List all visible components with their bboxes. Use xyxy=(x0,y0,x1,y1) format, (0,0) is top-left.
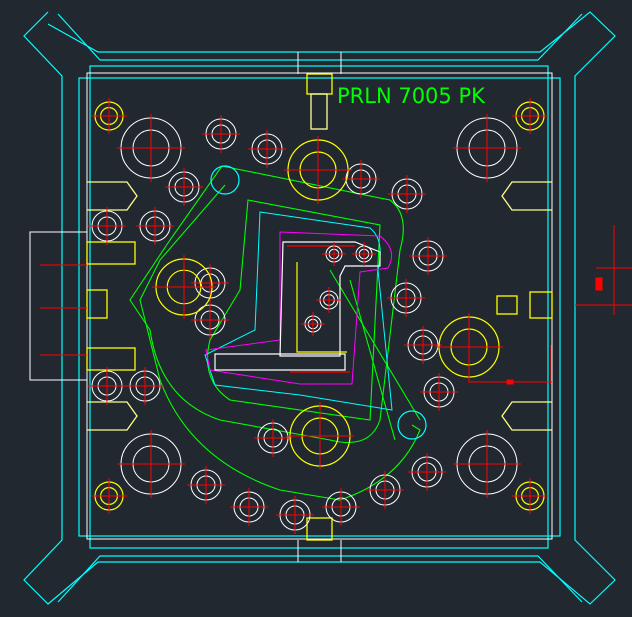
profile-outline xyxy=(129,165,421,501)
side-pins xyxy=(86,73,553,541)
plate xyxy=(29,52,553,562)
magenta-outline xyxy=(205,231,393,385)
extrusion-section xyxy=(214,241,381,373)
bolt-holes xyxy=(88,98,548,534)
guide-circle xyxy=(210,165,240,195)
dimension-marks xyxy=(40,225,632,385)
part-label: PRLN 7005 PK xyxy=(337,84,485,108)
guide-circle xyxy=(397,410,427,440)
outer-frame xyxy=(23,11,616,605)
